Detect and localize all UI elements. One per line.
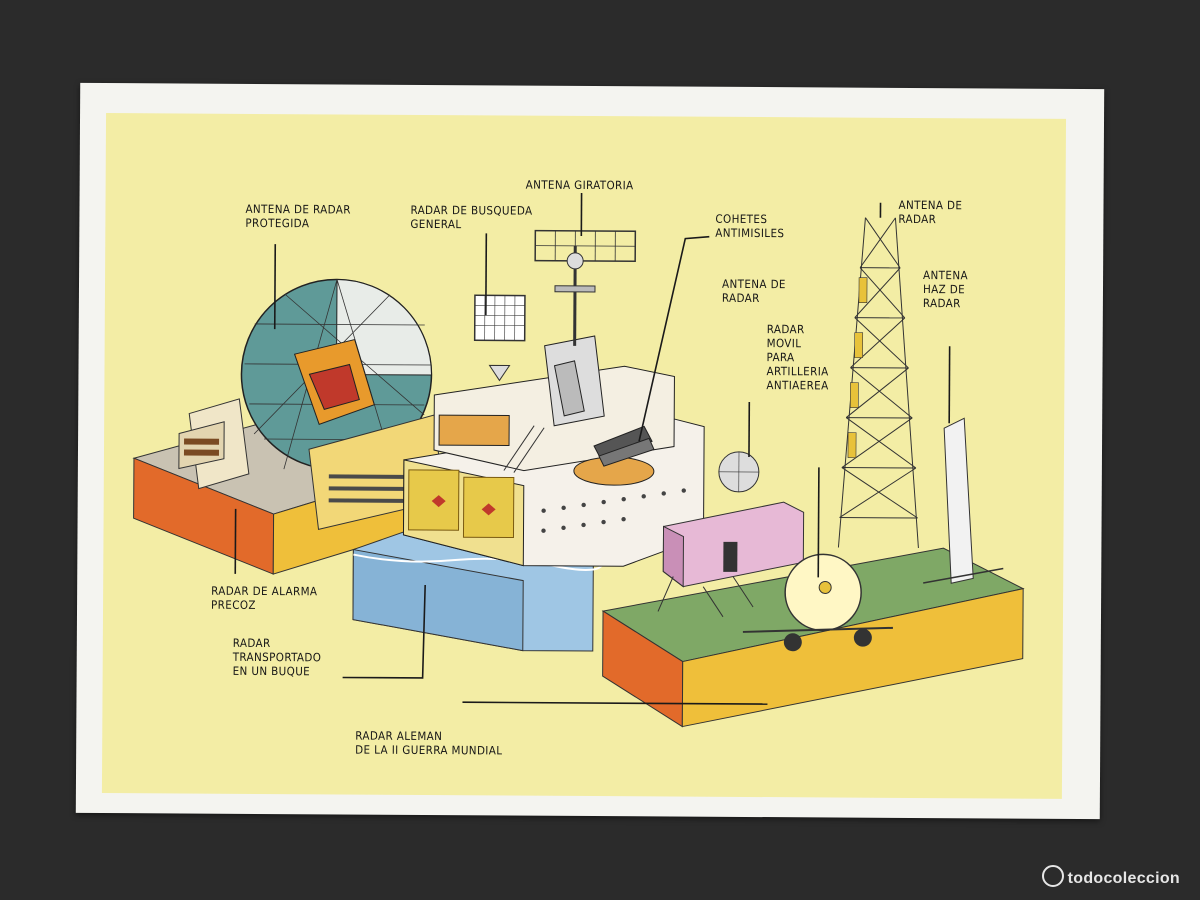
label-radar-alarma-precoz: RADAR DE ALARMA PRECOZ <box>211 583 318 612</box>
ground-radar-base <box>601 217 1025 728</box>
label-radar-movil-artilleria: RADAR MOVIL PARA ARTILLERIA ANTIAEREA <box>766 322 829 393</box>
label-antena-giratoria: ANTENA GIRATORIA <box>525 177 634 193</box>
anti-missile-launcher <box>573 425 655 486</box>
watermark: todocoleccion <box>1041 865 1180 888</box>
ship <box>402 229 705 567</box>
watermark-logo-icon <box>1041 865 1064 887</box>
illustration-panel: ANTENA GIRATORIA ANTENA DE RADAR PROTEGI… <box>101 113 1067 799</box>
label-radar-transportado-buque: RADAR TRANSPORTADO EN UN BUQUE <box>232 635 322 679</box>
radar-tower <box>837 217 919 549</box>
watermark-text: todocoleccion <box>1067 870 1180 887</box>
label-antena-haz-de-radar: ANTENA HAZ DE RADAR <box>922 268 969 311</box>
label-antena-de-radar-torre: ANTENA DE RADAR <box>898 197 963 227</box>
label-radar-busqueda-general: RADAR DE BUSQUEDA GENERAL <box>410 202 533 232</box>
leader-lines <box>234 192 951 705</box>
label-radar-aleman: RADAR ALEMAN DE LA II GUERRA MUNDIAL <box>355 728 503 758</box>
label-antena-de-radar-movil: ANTENA DE RADAR <box>721 276 786 306</box>
radar-illustration <box>132 192 1025 728</box>
beam-antenna <box>943 417 974 584</box>
label-cohetes-antimisiles: COHETES ANTIMISILES <box>715 211 785 241</box>
label-antena-radar-protegida: ANTENA DE RADAR PROTEGIDA <box>245 201 351 231</box>
trading-card: ANTENA GIRATORIA ANTENA DE RADAR PROTEGI… <box>75 82 1105 820</box>
early-warning-site <box>132 278 445 575</box>
